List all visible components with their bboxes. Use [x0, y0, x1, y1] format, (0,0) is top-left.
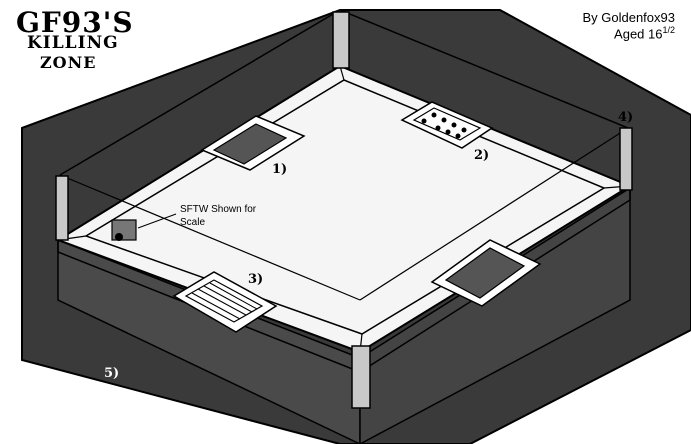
- pillar-right: [619, 127, 633, 191]
- callout-4: 4): [618, 110, 634, 125]
- barrier-outline: [59, 9, 629, 176]
- outer-wall-front-left: [57, 238, 361, 444]
- grate-3: [184, 279, 264, 323]
- title-line-3: ZONE: [40, 53, 97, 72]
- title-line-2: KILLING: [27, 33, 119, 53]
- credit-age-prefix: Aged 16: [614, 26, 663, 42]
- pit-4: [444, 247, 526, 299]
- credit-author: By Goldenfox93: [582, 10, 675, 25]
- scale-note: SFTW Shown for Scale: [180, 204, 257, 228]
- title-line-1: GF93'S: [16, 6, 134, 39]
- pillar-back: [332, 11, 350, 69]
- pillar-front: [351, 345, 371, 409]
- credit-age: Aged 161/2: [614, 25, 675, 41]
- pillar-left: [55, 175, 69, 241]
- outer-wall-front-right: [359, 186, 631, 444]
- callout-3: 3): [248, 272, 264, 287]
- pit-1: [212, 123, 288, 165]
- callout-5: 5): [104, 366, 120, 381]
- callout-2: 2): [474, 148, 490, 163]
- credit-age-fraction: 1/2: [662, 25, 675, 35]
- callout-1: 1): [272, 162, 288, 177]
